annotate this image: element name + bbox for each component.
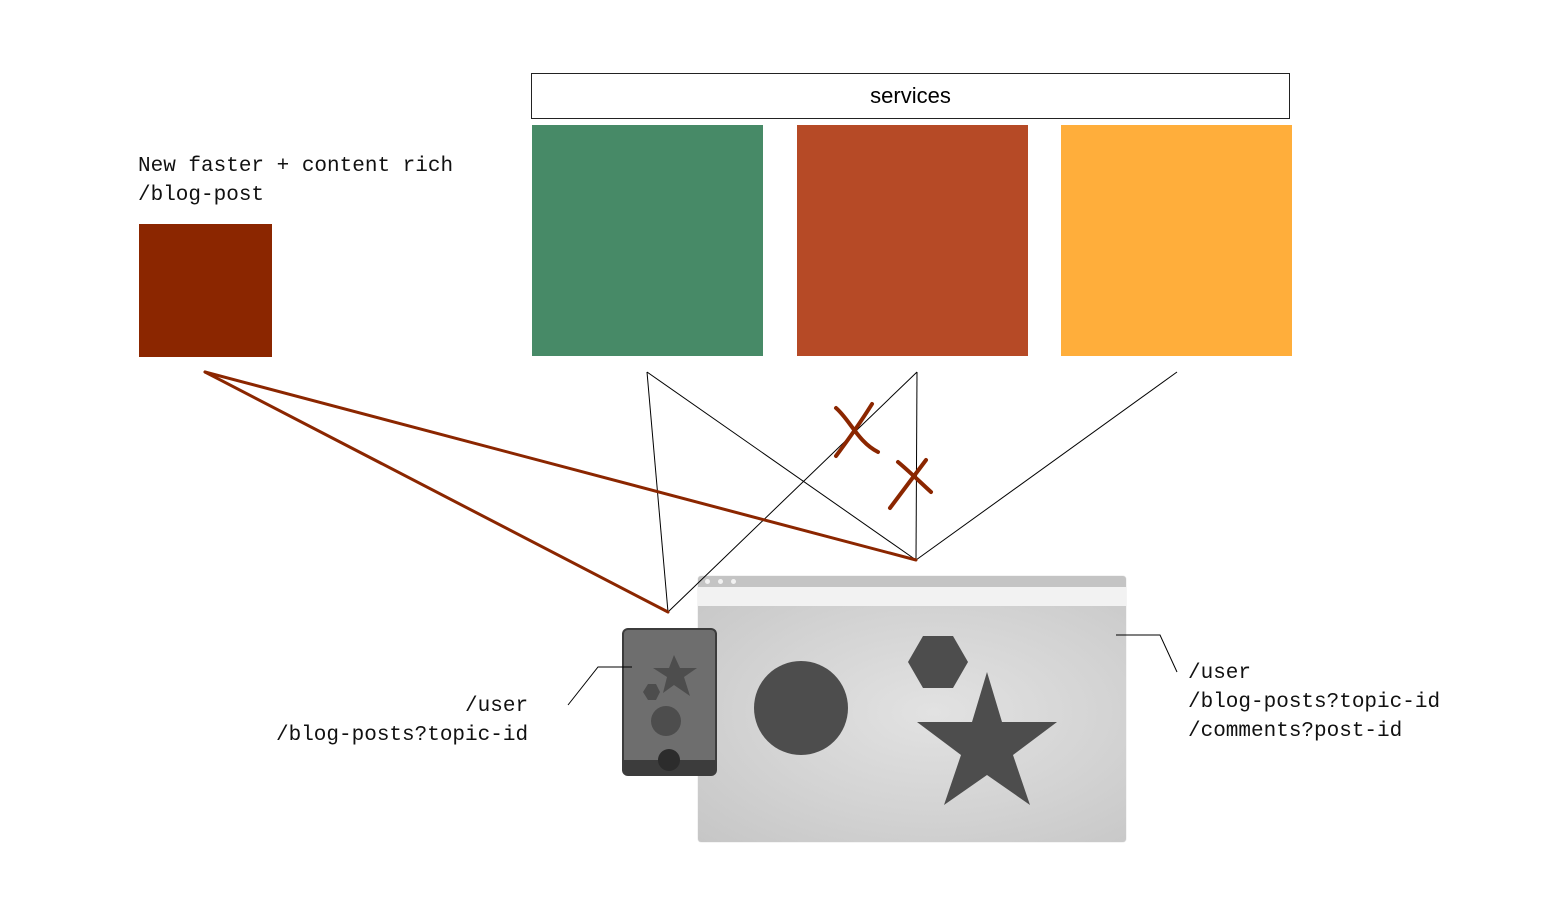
browser-dot-icon [718, 579, 723, 584]
star-icon [917, 672, 1057, 805]
service-box-red [797, 125, 1028, 356]
service-box-green [532, 125, 763, 356]
desktop-endpoint-user: /user [1188, 662, 1252, 685]
circle-icon [754, 661, 848, 755]
old-link-orange-to-desktop [915, 371, 1178, 561]
mobile-leader-line [567, 666, 632, 706]
hexagon-icon [643, 684, 660, 700]
mobile-endpoint-user: /user [465, 695, 529, 718]
service-box-orange [1061, 125, 1292, 356]
new-connections [203, 370, 918, 614]
new-link-to-mobile [203, 370, 670, 614]
browser-address-bar [698, 587, 1126, 606]
browser-shapes [754, 636, 1057, 805]
old-link-red-to-mobile [667, 371, 918, 613]
old-link-green-to-desktop [646, 371, 917, 561]
star-icon [653, 655, 697, 696]
new-link-to-desktop [203, 370, 918, 562]
phone-screen [624, 630, 715, 760]
new-service-caption-line1: New faster + content rich [138, 155, 454, 178]
browser-dot-icon [731, 579, 736, 584]
old-connections [646, 371, 1178, 613]
mobile-endpoint-blog-posts: /blog-posts?topic-id [276, 724, 529, 747]
new-service-caption-line2: /blog-post [138, 184, 265, 207]
phone-shapes [643, 655, 697, 736]
new-service-caption: New faster + content rich /blog-post [138, 152, 453, 210]
hexagon-icon [908, 636, 968, 688]
desktop-endpoints: /user /blog-posts?topic-id /comments?pos… [1188, 659, 1440, 746]
browser-titlebar [698, 576, 1126, 587]
circle-icon [651, 706, 681, 736]
cross-mark-stroke [834, 402, 874, 458]
desktop-endpoint-blog-posts: /blog-posts?topic-id [1188, 691, 1441, 714]
services-label: services [870, 83, 951, 108]
phone-home-button [658, 749, 680, 771]
desktop-endpoint-comments: /comments?post-id [1188, 720, 1403, 743]
cross-mark-icon [888, 458, 933, 510]
leader-lines [567, 634, 1178, 706]
mobile-endpoints: /user /blog-posts?topic-id [276, 692, 528, 750]
new-service-box [139, 224, 272, 357]
services-header: services [531, 73, 1290, 119]
cross-mark-stroke [888, 458, 928, 510]
browser-dot-icon [705, 579, 710, 584]
desktop-leader-line [1116, 634, 1178, 673]
smartphone-icon [622, 628, 717, 776]
old-link-red-to-desktop [915, 371, 918, 561]
cross-mark-icon [834, 402, 880, 458]
